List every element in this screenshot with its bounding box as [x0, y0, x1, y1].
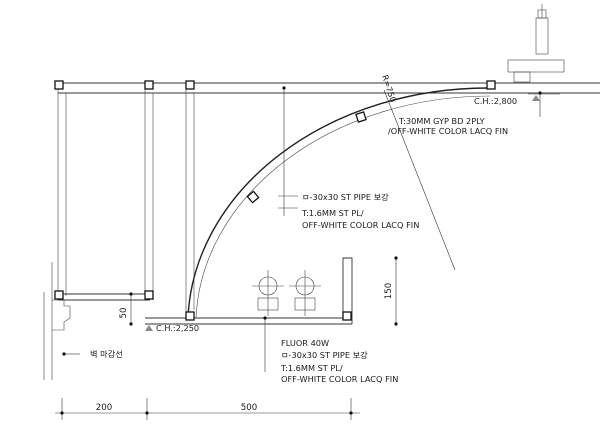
dim-200: 200 — [96, 403, 112, 413]
dim-50: 50 — [119, 308, 129, 319]
dim-tick — [394, 322, 398, 326]
ch-marker-left — [145, 325, 153, 331]
dim-tick — [394, 256, 398, 260]
mid-note-line2: T:1.6MM ST PL/ — [301, 208, 364, 218]
pipe-square — [486, 80, 496, 90]
bottom-note-line2: ㅁ-30x30 ST PIPE 보강 — [281, 350, 368, 360]
top-note-line1: T:30MM GYP BD 2PLY — [398, 116, 486, 126]
pipe-square — [355, 111, 367, 123]
pipe-square — [246, 190, 260, 204]
leader-dot — [282, 86, 286, 90]
hanger-plate — [507, 59, 565, 73]
hanger-bracket — [535, 17, 549, 55]
mid-note-line3: OFF-WHITE COLOR LACQ FIN — [302, 220, 419, 230]
pipe-square — [144, 80, 154, 90]
bottom-note-line3: T:1.6MM ST PL/ — [280, 363, 343, 373]
hanger-plate — [513, 71, 531, 83]
top-note-line2: /OFF-WHITE COLOR LACQ FIN — [388, 126, 508, 136]
wall-molding — [43, 262, 71, 380]
pipe-square — [54, 80, 64, 90]
pipe-square — [185, 311, 195, 321]
dim-tick — [349, 411, 353, 415]
light-cove-box — [342, 257, 353, 324]
dim-150: 150 — [384, 283, 394, 299]
leader-dot — [263, 316, 267, 320]
leader-dot — [62, 352, 66, 356]
fluorescent-lamp-right — [289, 270, 321, 316]
curved-ceiling-outer — [187, 87, 491, 319]
hanger-clip — [537, 9, 547, 19]
pipe-square — [342, 311, 352, 321]
dim-tick — [60, 411, 64, 415]
ceiling-height-right: C.H.:2,800 — [474, 96, 517, 106]
curved-ceiling-inner — [195, 95, 491, 319]
dim-tick — [129, 322, 133, 326]
pipe-square — [54, 290, 64, 300]
ceiling-height-left: C.H.:2,250 — [156, 323, 199, 333]
dim-tick — [129, 292, 133, 296]
dim-tick — [145, 411, 149, 415]
bottom-note-line1: FLUOR 40W — [281, 338, 329, 348]
radius-leader — [383, 89, 456, 271]
wall-finish-label: 벽 마감선 — [90, 349, 123, 359]
mid-note-line1: ㅁ-30x30 ST PIPE 보강 — [302, 192, 389, 202]
pipe-square — [144, 290, 154, 300]
bottom-note-line4: OFF-WHITE COLOR LACQ FIN — [281, 374, 398, 384]
dim-500: 500 — [241, 403, 257, 413]
leader-dot — [538, 91, 542, 95]
fluorescent-lamp-left — [252, 270, 284, 316]
ch-marker-right — [532, 95, 540, 101]
radius-label: R=750 — [380, 74, 398, 104]
pipe-square — [185, 80, 195, 90]
